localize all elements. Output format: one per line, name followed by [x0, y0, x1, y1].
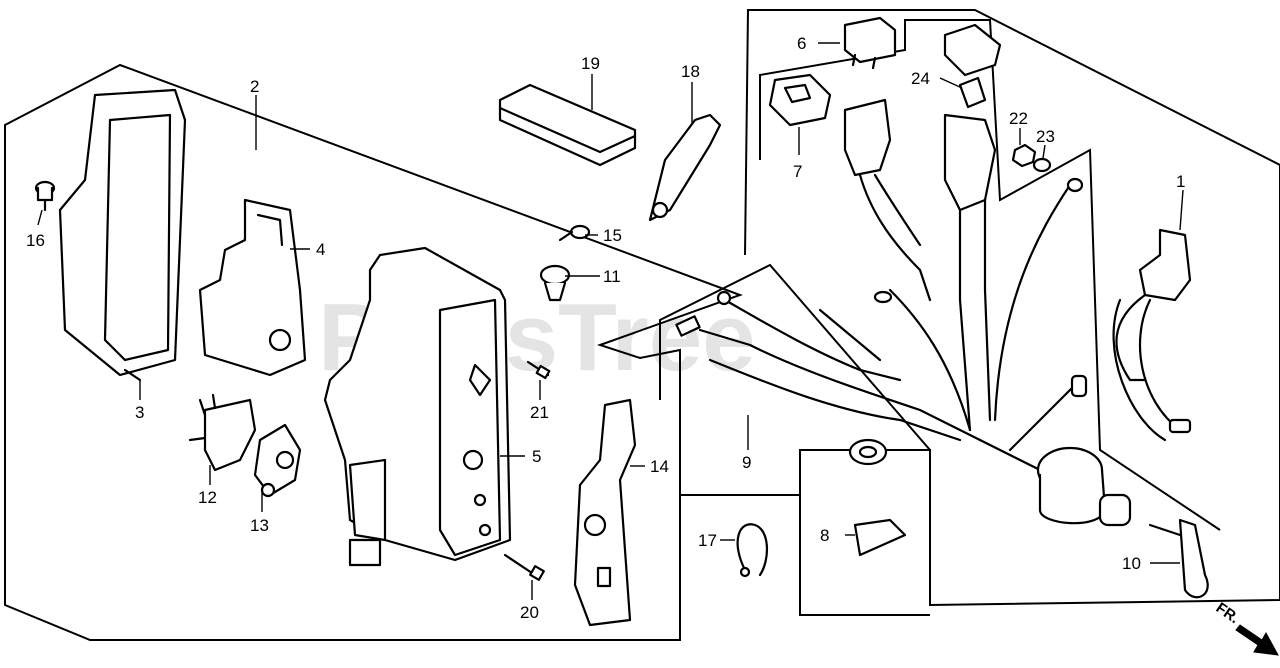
callout-24: 24: [911, 69, 930, 88]
foam-pad-19: [498, 83, 637, 167]
callout-9: 9: [742, 453, 751, 472]
connector-13: [253, 423, 302, 498]
clip-17: [736, 523, 768, 578]
callout-14: 14: [650, 457, 669, 476]
mounting-bracket: [198, 198, 307, 377]
lower-group-outline: [679, 494, 801, 640]
ignition-switch: [1036, 446, 1132, 527]
clamp-11: [539, 264, 571, 302]
callout-19: 19: [581, 54, 600, 73]
callout-22: 22: [1009, 109, 1028, 128]
fuse-cover: [943, 23, 1002, 77]
nut-22: [1011, 143, 1037, 168]
callout-4: 4: [316, 240, 325, 259]
callout-17: 17: [698, 531, 717, 550]
callout-12: 12: [198, 488, 217, 507]
sensor-1: [1112, 228, 1192, 442]
fuse-24: [958, 76, 987, 109]
boot-7: [768, 73, 832, 127]
key-10: [1148, 518, 1209, 599]
callout-18: 18: [681, 62, 700, 81]
callout-7: 7: [793, 162, 802, 181]
callout-5: 5: [532, 447, 541, 466]
clip-15: [558, 224, 591, 242]
harness-group-outline: [659, 263, 931, 451]
front-direction-marker: FR.: [1213, 599, 1279, 656]
callout-10: 10: [1122, 554, 1141, 573]
wiring-harness: [675, 173, 1088, 472]
callout-20: 20: [520, 603, 539, 622]
bolt-16: [34, 180, 56, 212]
relay-group-outline: [759, 19, 1221, 531]
plate-14: [573, 398, 637, 627]
washer-23: [1032, 157, 1052, 173]
fuse-holder: [943, 113, 997, 212]
relay-6: [843, 16, 897, 70]
cable-strap-18: [648, 113, 722, 222]
callout-3: 3: [135, 403, 144, 422]
callout-23: 23: [1036, 127, 1055, 146]
switch-12: [188, 393, 257, 472]
callout-15: 15: [603, 226, 622, 245]
callout-21: 21: [530, 403, 549, 422]
callout-16: 16: [26, 231, 45, 250]
screw-21: [526, 360, 551, 380]
front-arrow-icon: [1235, 624, 1279, 656]
callout-1: 1: [1176, 172, 1185, 191]
cable-tie-8: [853, 518, 907, 557]
screw-20: [503, 553, 545, 581]
grommet: [848, 438, 888, 466]
control-box-assembly: [323, 246, 512, 567]
callout-13: 13: [250, 516, 269, 535]
callout-8: 8: [820, 526, 829, 545]
callout-2: 2: [250, 77, 259, 96]
relay-connector: [843, 98, 892, 177]
callout-6: 6: [797, 34, 806, 53]
control-box-cover: [58, 88, 187, 382]
leader-lines: [37, 42, 1184, 600]
front-direction-label: FR.: [1213, 599, 1243, 627]
callout-11: 11: [603, 267, 621, 286]
